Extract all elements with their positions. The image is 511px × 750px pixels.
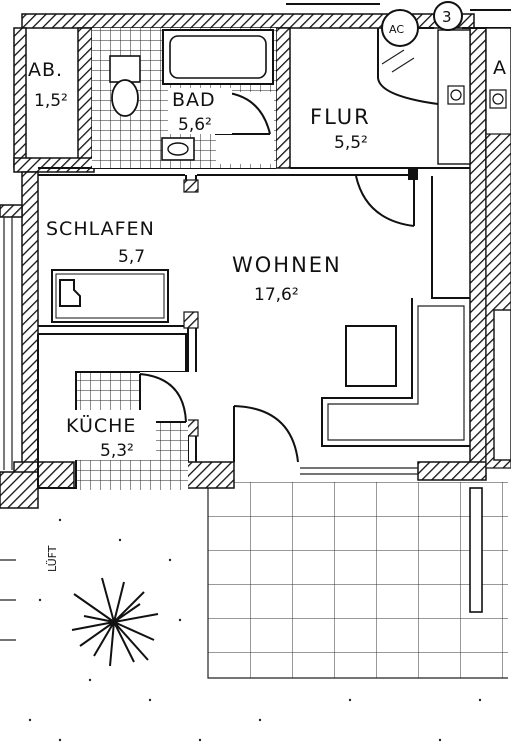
room-name-kueche: KÜCHE (66, 414, 136, 437)
outer-walls (0, 13, 487, 509)
ac-label: AC (389, 23, 404, 36)
room-name-wohnen: WOHNEN (232, 253, 342, 277)
bed-symbol (51, 269, 169, 323)
terrace-edge (207, 482, 508, 679)
neighbour-unit: A (485, 27, 511, 469)
neighbour-letter: A (493, 57, 507, 79)
room-name-abstell: AB. (28, 59, 63, 81)
room-name-bad: BAD (172, 89, 216, 111)
terrace-grid (208, 482, 508, 678)
room-area-bad: 5,6² (178, 115, 212, 135)
luft-label: LÜFT (46, 545, 59, 572)
stair-number: 3 (442, 8, 452, 26)
room-name-schlafen: SCHLAFEN (46, 218, 155, 240)
bathtub-symbol (162, 29, 274, 85)
terrace-post (469, 487, 483, 613)
ground-dots (28, 518, 482, 742)
wohnen-furniture (233, 176, 470, 475)
room-name-flur: FLUR (310, 105, 371, 129)
room-area-flur: 5,5² (334, 133, 368, 153)
room-area-schlafen: 5,7 (118, 247, 145, 267)
left-frame (0, 217, 16, 641)
plant-symbol (71, 577, 159, 667)
sink-symbol (161, 137, 195, 161)
ac-marker: AC 3 (286, 1, 511, 47)
room-area-wohnen: 17,6² (254, 285, 299, 305)
toilet-symbol (109, 55, 141, 117)
room-area-abstell: 1,5² (34, 91, 68, 111)
room-area-kueche: 5,3² (100, 441, 134, 461)
flur-details (355, 28, 471, 227)
